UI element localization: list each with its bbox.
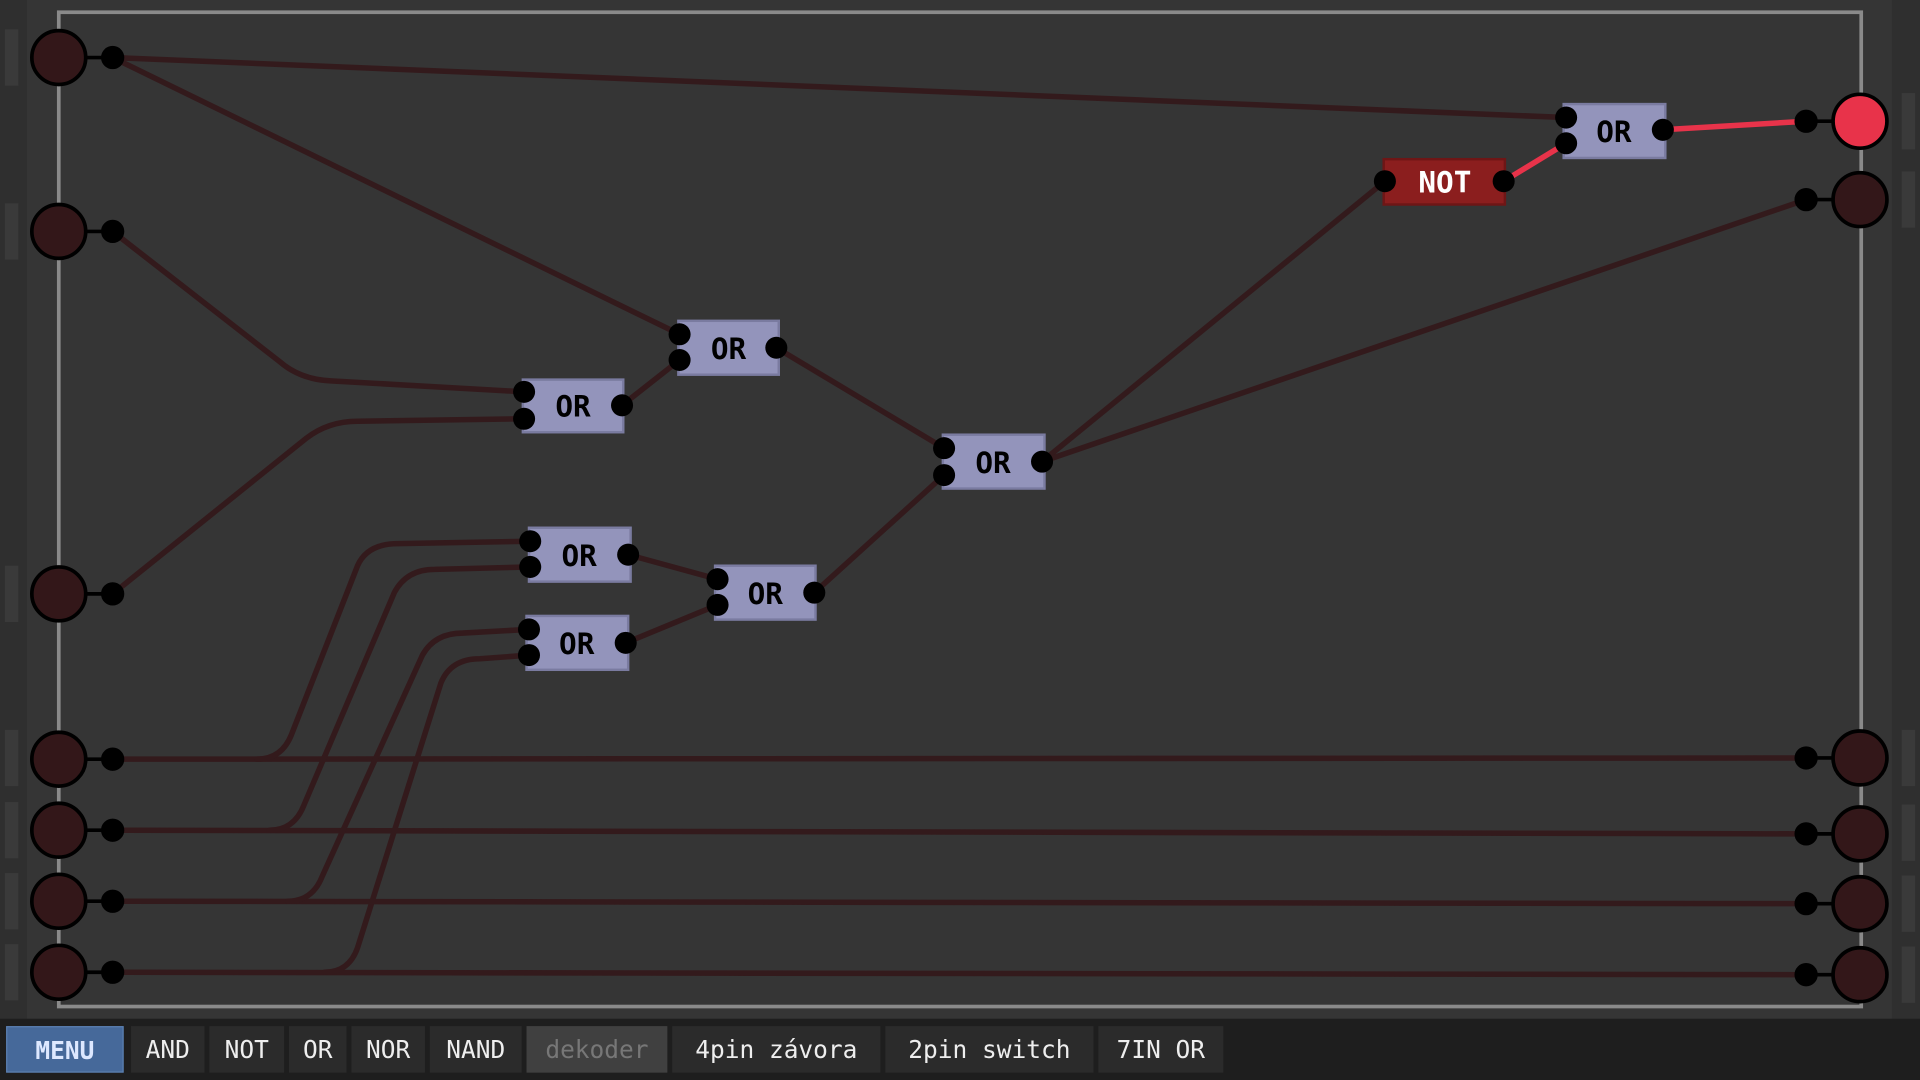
output-node (1831, 170, 1889, 229)
input-node (30, 872, 88, 931)
wire-active (1660, 118, 1809, 133)
input-node (30, 943, 88, 1002)
output-node (1831, 805, 1889, 863)
wire (266, 564, 533, 833)
output-node-on (1831, 92, 1889, 151)
circuit-canvas[interactable]: OR OR OR OR OR OR NOT OR (0, 0, 1920, 1019)
input-node (30, 565, 88, 623)
wire (109, 969, 1809, 978)
or-gate[interactable]: OR (513, 378, 634, 434)
or-gate[interactable]: OR (933, 433, 1054, 490)
wire (109, 827, 1809, 837)
wire (109, 898, 1809, 907)
output-node (1831, 729, 1889, 787)
or-gate[interactable]: OR (519, 526, 640, 583)
toolbar-nor-button[interactable]: NOR (351, 1026, 425, 1073)
or-gate[interactable]: OR (706, 564, 826, 621)
wire (619, 357, 683, 409)
input-nodes[interactable] (30, 28, 125, 1002)
or-gate[interactable]: OR (1555, 102, 1674, 160)
wire (109, 755, 1809, 762)
toolbar: MENU AND NOT OR NOR NAND dekoder 4pin zá… (0, 1018, 1920, 1080)
toolbar-not-button[interactable]: NOT (209, 1026, 285, 1073)
output-node (1831, 945, 1889, 1004)
wire (773, 345, 947, 451)
left-pin-slots (4, 29, 19, 1001)
wire-active (1500, 140, 1569, 184)
toolbar-nand-button[interactable]: NAND (429, 1026, 522, 1073)
toolbar-dekoder-button[interactable]: dekoder (526, 1026, 668, 1073)
right-pin-slots (1901, 93, 1916, 1003)
board-border (56, 10, 1864, 1009)
not-gate[interactable]: NOT (1373, 157, 1515, 206)
wire (285, 626, 532, 904)
wires-off (109, 54, 1809, 978)
gate-label: OR (561, 539, 597, 573)
or-gate[interactable]: OR (517, 614, 637, 672)
wire (109, 54, 683, 338)
input-node (30, 730, 88, 788)
gate-label: OR (748, 577, 784, 611)
wire (811, 472, 947, 596)
gate-label: OR (555, 390, 591, 424)
wires-on (1500, 118, 1809, 184)
wire (254, 538, 533, 762)
toolbar-and-button[interactable]: AND (131, 1026, 205, 1073)
toolbar-2pin-switch-button[interactable]: 2pin switch (885, 1026, 1094, 1073)
wire (321, 652, 532, 976)
input-node (30, 28, 88, 87)
wire (1039, 178, 1388, 465)
gate-label: NOT (1418, 165, 1471, 199)
gate-label: OR (1596, 115, 1632, 149)
wire (622, 602, 721, 646)
wire (109, 416, 527, 597)
menu-button[interactable]: MENU (6, 1026, 124, 1073)
wire (625, 551, 721, 582)
gate-label: OR (975, 446, 1011, 480)
output-nodes (1794, 92, 1889, 1004)
input-node (30, 202, 88, 261)
or-gate[interactable]: OR (668, 319, 788, 376)
wire (109, 54, 1569, 121)
gate-label: OR (711, 332, 747, 366)
toolbar-7in-or-button[interactable]: 7IN OR (1098, 1026, 1224, 1073)
toolbar-or-button[interactable]: OR (288, 1026, 347, 1073)
input-node (30, 801, 88, 859)
output-node (1831, 874, 1889, 933)
gate-label: OR (559, 627, 595, 661)
wire (109, 228, 527, 395)
toolbar-4pin-zavora-button[interactable]: 4pin závora (672, 1026, 881, 1073)
wire (1039, 196, 1809, 465)
